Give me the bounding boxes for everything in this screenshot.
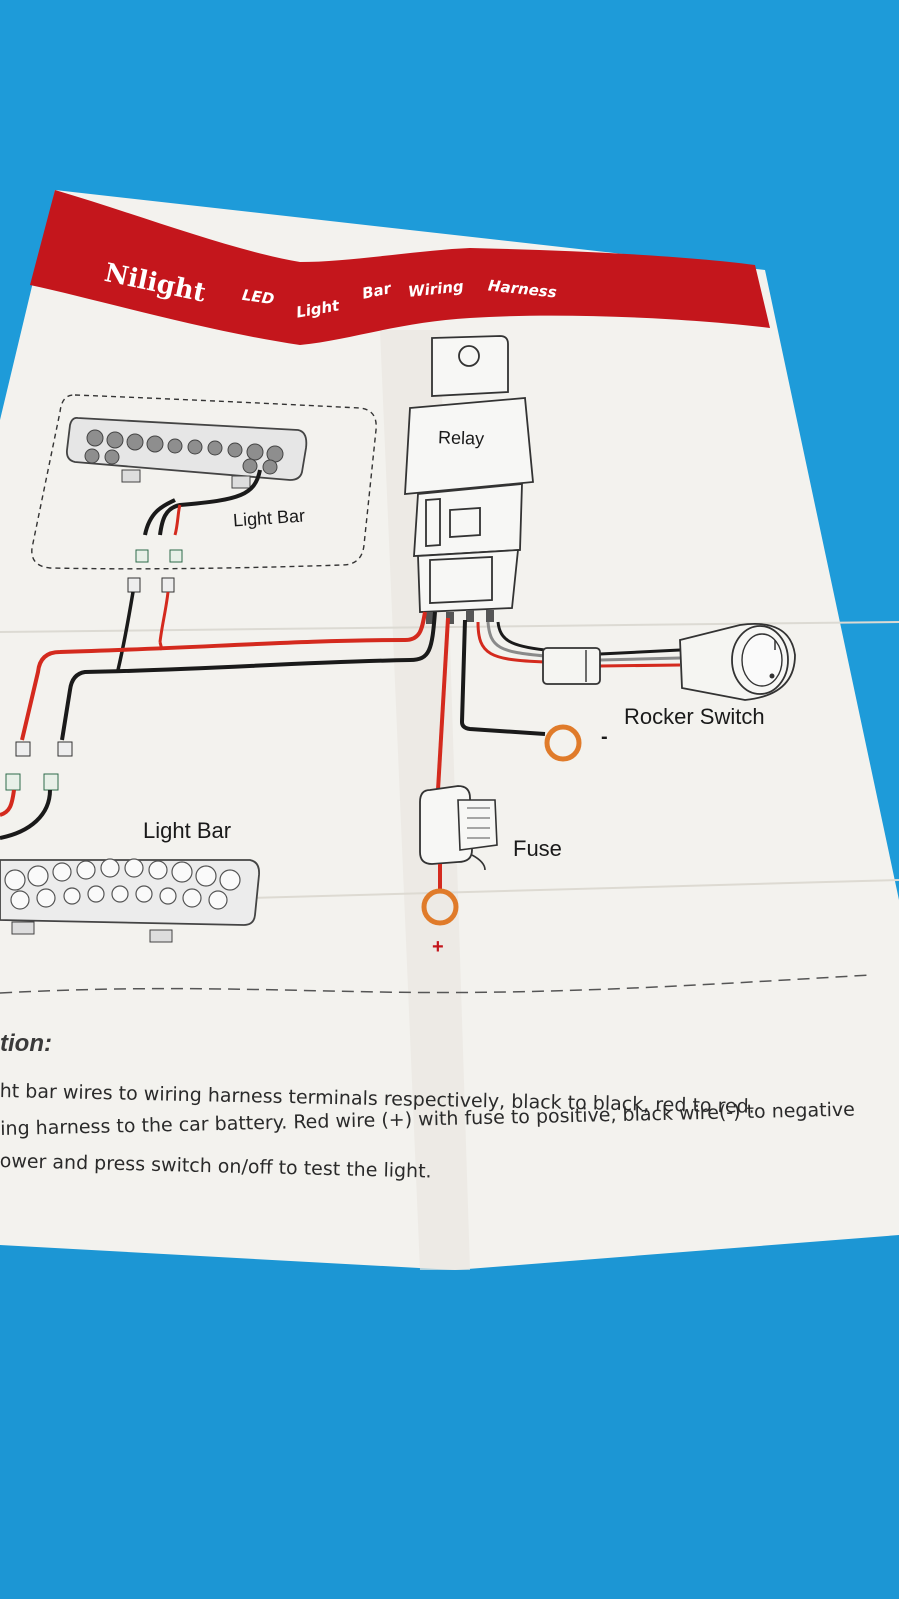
header-band	[30, 190, 770, 345]
switch-connector	[542, 647, 601, 685]
rocker-switch	[679, 623, 796, 701]
bottom-light-bar	[0, 858, 260, 943]
fuse-holder	[419, 785, 498, 871]
relay	[404, 335, 534, 613]
positive-ring-terminal	[421, 888, 459, 926]
top-light-bar-group	[31, 394, 377, 570]
separator-dashed-line	[0, 974, 871, 994]
top-light-bar-dashed-box	[31, 394, 377, 570]
negative-ring-terminal	[544, 724, 582, 762]
